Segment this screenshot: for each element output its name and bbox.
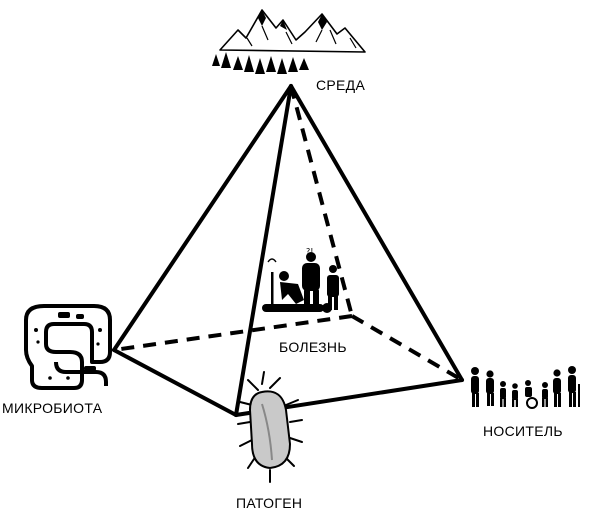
bacterium-icon (237, 371, 303, 483)
disease-label: БОЛЕЗНЬ (279, 339, 347, 355)
people-group-icon (471, 366, 580, 409)
svg-text:?!: ?! (306, 247, 313, 256)
environment-label: СРЕДА (316, 77, 366, 93)
mountains-forest-icon (212, 9, 366, 74)
host-label: НОСИТЕЛЬ (483, 423, 563, 439)
microbiota-label: МИКРОБИОТА (2, 400, 103, 416)
intestine-icon (24, 304, 112, 390)
edge-back-to-left (113, 314, 353, 352)
pyramid-hidden-edges (113, 85, 464, 382)
sick-people-icon: ?! (262, 247, 339, 313)
pathogen-label: ПАТОГЕН (236, 495, 303, 511)
edge-apex-to-right (289, 84, 464, 382)
edge-left-to-front (112, 348, 238, 417)
edge-apex-to-back (289, 85, 354, 317)
edge-apex-to-left (112, 84, 293, 352)
pyramid-visible-edges (112, 84, 464, 417)
edge-apex-to-front (234, 84, 293, 417)
